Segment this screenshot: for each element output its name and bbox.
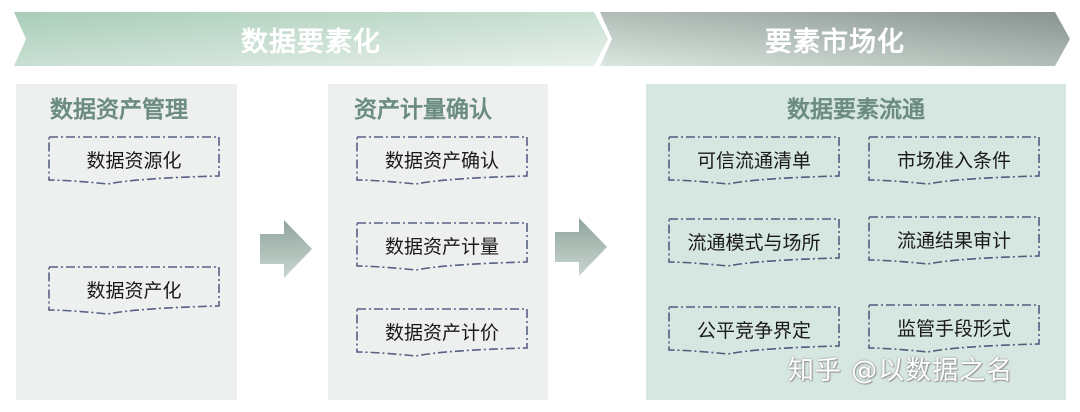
watermark: 知乎 @以数据之名	[788, 356, 1014, 386]
panel-data-element-circulation: 数据要素流通 可信流通清单 市场准入条件 流通模式与场所 流通结果审计 公平竞争…	[646, 84, 1066, 400]
item-box: 可信流通清单	[668, 136, 840, 185]
item-label: 数据资产计价	[384, 322, 499, 344]
item-box: 公平竞争界定	[668, 306, 840, 355]
banner-chevron-shape	[600, 12, 1070, 66]
banner-right-label: 要素市场化	[765, 26, 905, 58]
arrow-right-icon	[555, 218, 607, 276]
panel-title: 资产计量确认	[354, 97, 492, 123]
item-label: 流通模式与场所	[687, 232, 821, 254]
arrow-right-icon	[260, 220, 312, 278]
panel-data-asset-management: 数据资产管理 数据资源化 数据资产化	[16, 84, 237, 400]
item-label: 可信流通清单	[696, 150, 811, 172]
banner-market-elementization: 要素市场化	[600, 12, 1070, 66]
item-box: 流通结果审计	[868, 216, 1040, 265]
item-box: 数据资产计量	[356, 222, 528, 271]
item-label: 数据资产确认	[384, 150, 499, 172]
item-label: 数据资产化	[86, 280, 182, 302]
item-label: 公平竞争界定	[696, 320, 811, 342]
item-box: 市场准入条件	[868, 136, 1040, 185]
banner-data-elementization: 数据要素化	[14, 12, 608, 66]
item-box: 监管手段形式	[868, 304, 1040, 353]
panel-asset-measurement: 资产计量确认 数据资产确认 数据资产计量 数据资产计价	[328, 84, 548, 400]
item-label: 流通结果审计	[896, 230, 1011, 252]
item-box: 数据资源化	[48, 136, 220, 185]
panel-title: 数据要素流通	[787, 97, 925, 123]
item-box: 数据资产计价	[356, 308, 528, 357]
item-label: 监管手段形式	[896, 318, 1011, 340]
item-box: 数据资产化	[48, 266, 220, 315]
item-box: 数据资产确认	[356, 136, 528, 185]
banner-left-label: 数据要素化	[241, 26, 381, 58]
item-label: 数据资源化	[86, 150, 182, 172]
item-label: 市场准入条件	[896, 150, 1011, 172]
item-label: 数据资产计量	[384, 236, 499, 258]
panel-title: 数据资产管理	[50, 97, 188, 123]
banner-chevron-shape	[14, 12, 608, 66]
item-box: 流通模式与场所	[668, 218, 840, 267]
